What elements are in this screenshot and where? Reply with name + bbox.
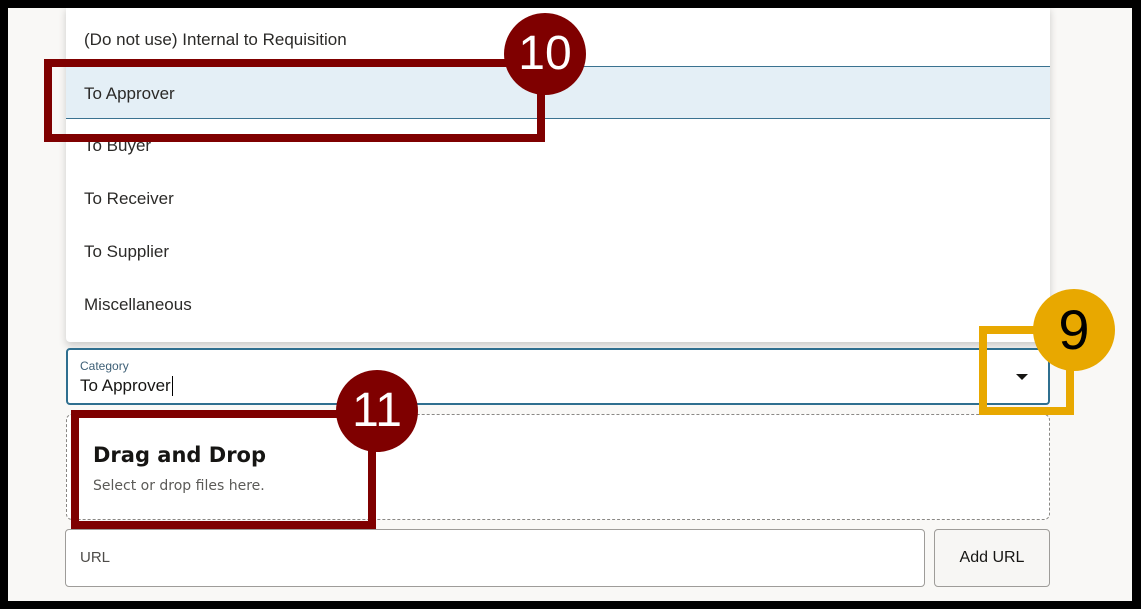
callout-box-11 — [71, 410, 376, 529]
category-label: Category — [80, 359, 129, 373]
callout-badge-11: 11 — [336, 370, 418, 452]
callout-box-10 — [44, 59, 545, 142]
page: (Do not use) Internal to Requisition To … — [8, 8, 1132, 601]
category-select[interactable]: Category To Approver — [66, 348, 1050, 405]
callout-badge-10: 10 — [504, 13, 586, 95]
callout-badge-9: 9 — [1033, 289, 1115, 371]
url-input[interactable]: URL — [65, 529, 925, 587]
add-url-button[interactable]: Add URL — [934, 529, 1050, 587]
category-value[interactable]: To Approver — [80, 376, 173, 396]
file-drop-zone[interactable]: Drag and Drop Select or drop files here. — [66, 414, 1050, 520]
drop-zone-title: Drag and Drop — [93, 443, 267, 467]
chevron-down-icon[interactable] — [1016, 374, 1028, 380]
option-to-receiver[interactable]: To Receiver — [84, 189, 174, 208]
option-to-supplier[interactable]: To Supplier — [84, 242, 170, 261]
option-miscellaneous[interactable]: Miscellaneous — [84, 295, 192, 314]
option-internal-to-requisition[interactable]: (Do not use) Internal to Requisition — [84, 30, 347, 49]
drop-zone-subtitle: Select or drop files here. — [93, 478, 265, 494]
